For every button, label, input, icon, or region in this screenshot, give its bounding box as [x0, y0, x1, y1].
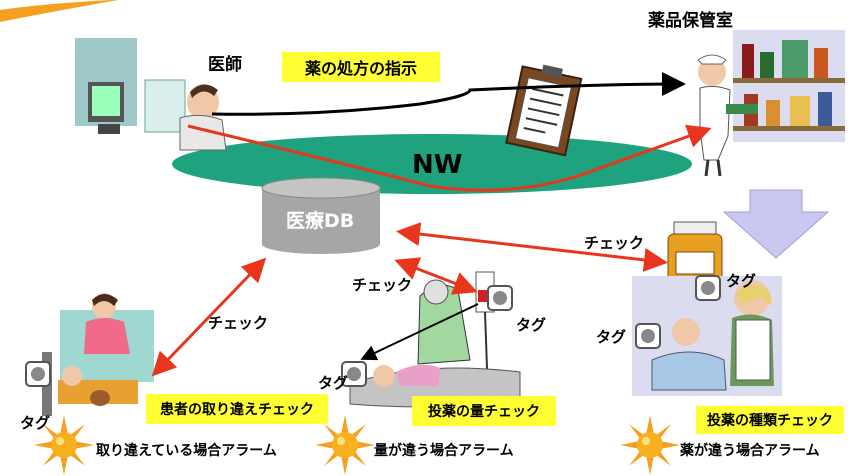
doctor-illustration — [75, 38, 227, 151]
patient-check-box: 患者の取り違えチェック — [146, 394, 328, 424]
alarm-sun-left — [34, 415, 94, 475]
down-arrow — [722, 189, 830, 259]
ward-scene-left — [42, 293, 154, 416]
iv-arrow — [360, 303, 479, 361]
patient-db-arrow — [151, 257, 267, 377]
alarm-amount: 量が違う場合アラーム — [374, 443, 514, 459]
prescription-box: 薬の処方の指示 — [282, 52, 440, 82]
ward-scene-right — [632, 276, 782, 396]
database-cylinder — [261, 177, 381, 254]
tag-device-bottle — [695, 275, 721, 301]
tag-device-left — [25, 361, 51, 387]
tag-label-bottle: タグ — [726, 272, 757, 290]
bottle-db-arrow — [396, 222, 668, 272]
tag-label-patient: タグ — [596, 328, 627, 346]
doctor-label: 医師 — [208, 55, 242, 75]
pharmacy-illustration — [697, 30, 845, 177]
tag-label-left: タグ — [20, 414, 51, 432]
tag-device-middle-iv — [487, 285, 513, 311]
network-label: NW — [412, 150, 463, 180]
tag-device-patient — [635, 323, 661, 349]
check-label-middle: チェック — [352, 276, 413, 294]
alarm-sun-right — [620, 415, 680, 475]
alarm-type: 薬が違う場合アラーム — [680, 443, 820, 459]
amount-check-box: 投薬の量チェック — [412, 396, 556, 426]
check-label-right: チェック — [584, 234, 645, 252]
tag-label-middle-left: タグ — [318, 374, 349, 392]
check-label-left: チェック — [208, 314, 269, 332]
type-check-box: 投薬の種類チェック — [696, 406, 844, 434]
tag-device-middle-left — [341, 361, 367, 387]
storage-label: 薬品保管室 — [648, 11, 733, 31]
doctor-pharmacy-arrow — [187, 124, 712, 192]
tag-label-middle-right: タグ — [516, 316, 547, 334]
alarm-mixup: 取り違えている場合アラーム — [96, 443, 277, 459]
header-swoosh — [0, 0, 118, 22]
alarm-sun-middle — [315, 415, 375, 475]
prescription-arrow — [211, 72, 686, 116]
database-label: 医療DB — [286, 210, 355, 232]
iv-db-arrow — [394, 257, 478, 295]
